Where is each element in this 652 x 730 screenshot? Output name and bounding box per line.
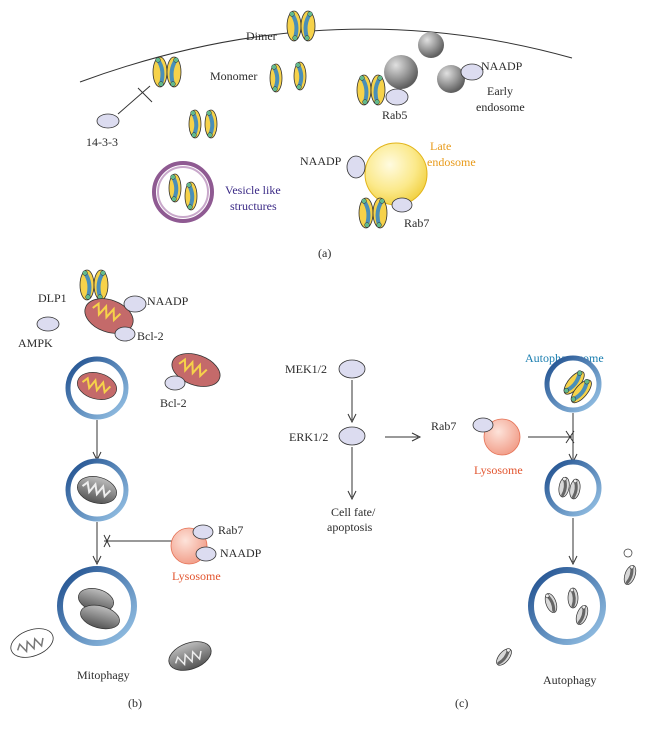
rab5-oval	[385, 88, 409, 106]
naadp-label-lys-b: NAADP	[220, 546, 262, 560]
monomer-pair-glyph	[187, 108, 219, 140]
dimer-blocked-glyph	[151, 55, 183, 89]
rab7-oval-a	[391, 197, 413, 213]
caption-b: (b)	[128, 696, 142, 710]
dimer-label: Dimer	[246, 29, 277, 43]
rab7-oval-b	[192, 524, 214, 540]
dimer-rab7-glyph	[357, 196, 389, 230]
naadp-oval-late	[346, 155, 366, 179]
naadp-oval-b	[123, 295, 147, 313]
mek-oval	[338, 359, 366, 379]
protein-1433-oval	[96, 113, 120, 129]
late-endosome-sphere	[364, 142, 428, 206]
ampk-label: AMPK	[18, 336, 53, 350]
degraded-mito-right	[168, 641, 212, 671]
vesicle-label-1: Vesicle like	[225, 183, 281, 197]
plasma-membrane	[79, 28, 573, 83]
late-endosome-label-2: endosome	[427, 155, 476, 169]
naadp-label-b: NAADP	[147, 294, 189, 308]
rab7-label-c: Rab7	[431, 419, 456, 433]
dimer-rab5-glyph	[355, 73, 387, 107]
bcl2-label-side: Bcl-2	[160, 396, 187, 410]
naadp-label-late: NAADP	[300, 154, 342, 168]
degraded-mito-left	[10, 628, 54, 658]
rab5-label: Rab5	[382, 108, 407, 122]
mek-label: MEK1/2	[285, 362, 327, 376]
grey-sphere-left	[384, 55, 418, 89]
erk-oval	[338, 426, 366, 446]
rab7-label-a: Rab7	[404, 216, 429, 230]
rab7-label-b: Rab7	[218, 523, 243, 537]
naadp-oval-lys-b	[195, 546, 217, 562]
early-endosome-label-2: endosome	[476, 100, 525, 114]
late-endosome-label-1: Late	[430, 139, 451, 153]
dimer-glyph	[285, 9, 317, 43]
inhibition-line-1433	[117, 85, 151, 115]
grey-sphere-right	[437, 65, 465, 93]
inhibition-cross	[137, 87, 153, 103]
vesicle-label-2: structures	[230, 199, 277, 213]
dlp1-dimer-glyph	[78, 268, 110, 302]
lysosome-label-c: Lysosome	[474, 463, 523, 477]
mitochondrion-top	[84, 298, 134, 334]
fate-label-2: apoptosis	[327, 520, 373, 534]
caption-a: (a)	[318, 246, 331, 260]
rab7-oval-c	[472, 417, 494, 433]
autophagy-label: Autophagy	[543, 673, 596, 687]
early-endosome-label-1: Early	[487, 84, 513, 98]
ampk-oval	[36, 316, 60, 332]
bcl2-oval-side	[164, 375, 186, 391]
naadp-label-a: NAADP	[481, 59, 523, 73]
naadp-oval-a	[460, 63, 484, 81]
erk-label: ERK1/2	[289, 430, 328, 444]
bcl2-label-top: Bcl-2	[137, 329, 164, 343]
lysosome-c	[483, 418, 521, 456]
fate-label-1: Cell fate/	[331, 505, 376, 519]
monomer-glyph	[268, 60, 308, 94]
mitophagy-label: Mitophagy	[77, 668, 130, 682]
autolysosome-c	[528, 567, 606, 645]
vesicle-ring	[152, 161, 214, 223]
dlp1-label: DLP1	[38, 291, 67, 305]
label-1433: 14-3-3	[86, 135, 118, 149]
grey-sphere-small	[418, 32, 444, 58]
lysosome-label-b: Lysosome	[172, 569, 221, 583]
debris-glyphs	[492, 548, 640, 670]
bcl2-oval-top	[114, 326, 136, 342]
mitochondrion-side	[171, 353, 221, 387]
vesicle-content-glyph	[167, 172, 199, 212]
caption-c: (c)	[455, 696, 468, 710]
monomer-label: Monomer	[210, 69, 257, 83]
